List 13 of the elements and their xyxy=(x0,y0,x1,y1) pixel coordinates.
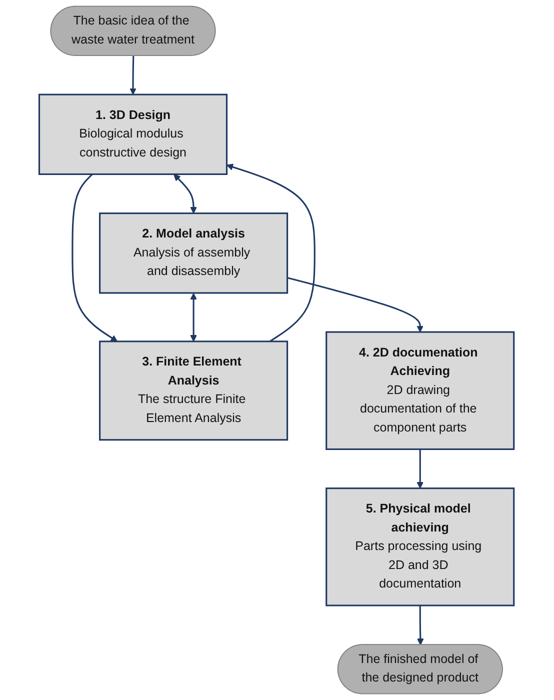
node-box: 3. Finite Element Analysis The structure Finite Element Analysis xyxy=(99,340,289,441)
node-box: 2. Model analysis Analysis of assembly and disassembly xyxy=(99,212,289,294)
node-box: 1. 3D Design Biological modulus constructive design xyxy=(38,94,228,175)
arrow xyxy=(288,276,424,332)
arrow xyxy=(72,174,118,342)
arrow xyxy=(417,449,424,489)
node-box: 4. 2D documenation Achieving 2D drawing documentation of the component parts xyxy=(326,331,516,450)
arrow xyxy=(190,292,198,342)
arrow xyxy=(226,164,316,342)
node-box: 5. Physical model achieving Parts processing using 2D and 3D documentation xyxy=(326,488,516,606)
arrow xyxy=(130,56,137,95)
arrow xyxy=(417,605,424,646)
arrow xyxy=(174,174,198,214)
